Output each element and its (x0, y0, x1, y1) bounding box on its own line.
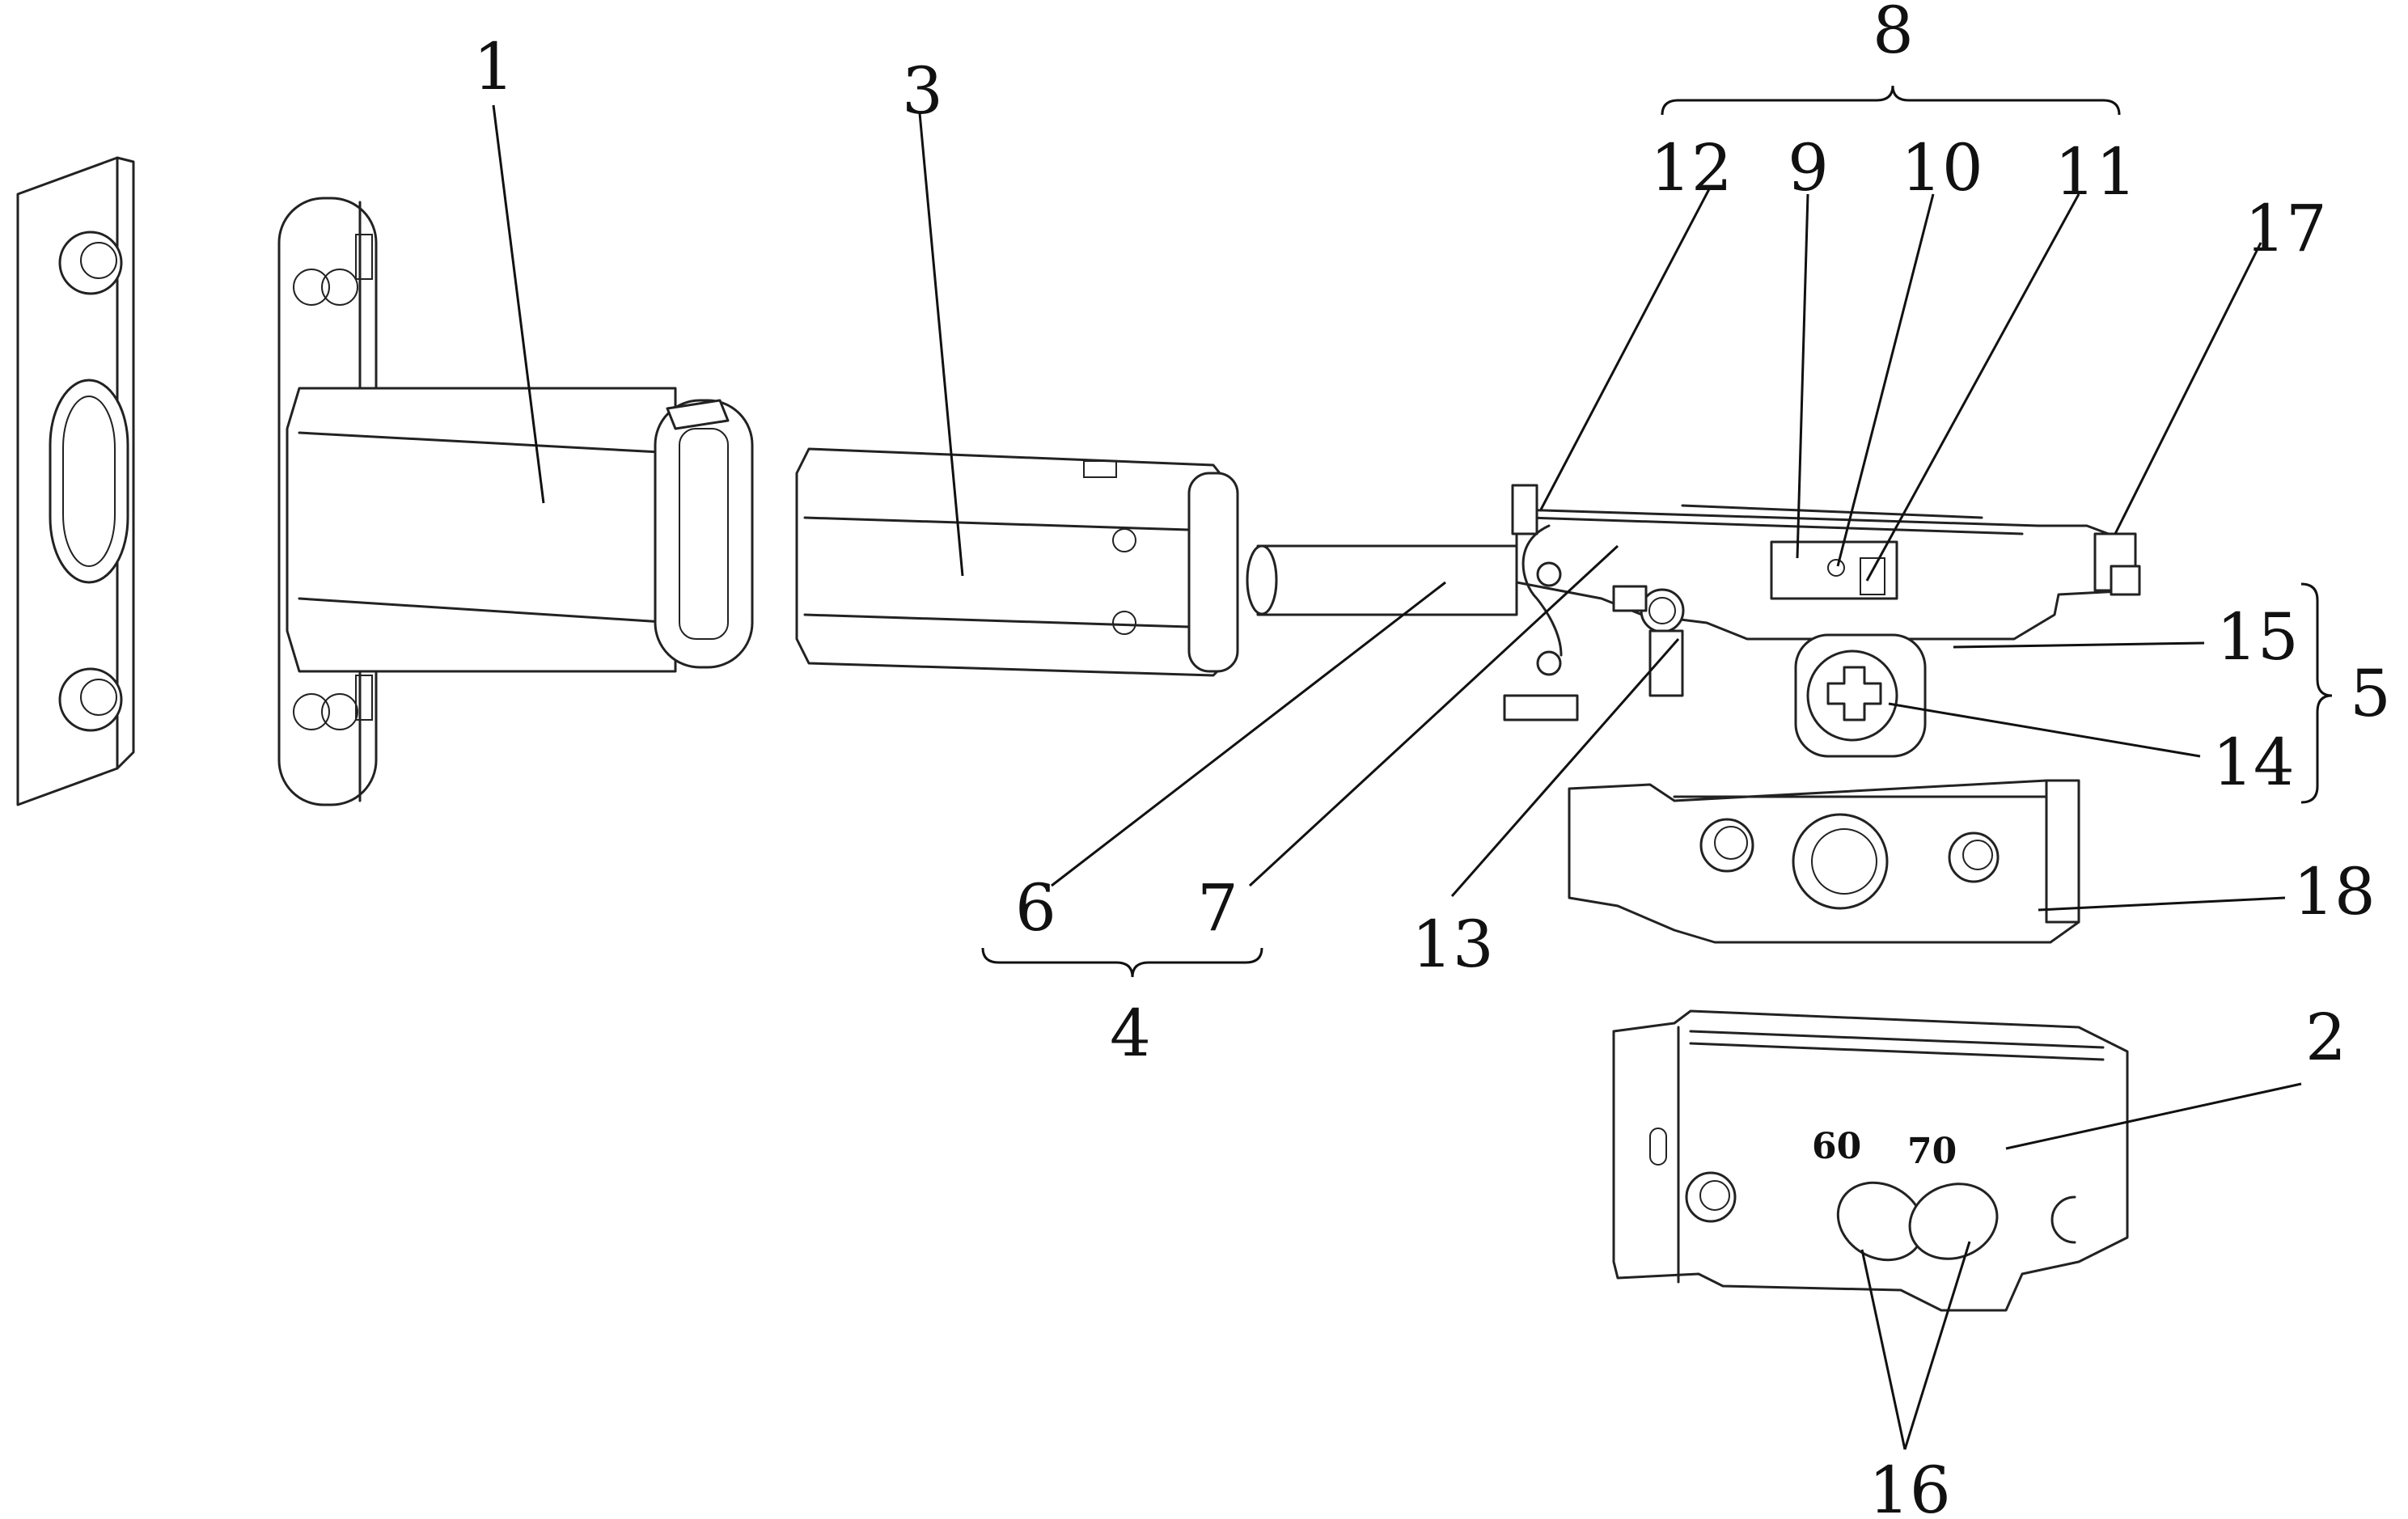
label-4: 4 (1110, 996, 1151, 1071)
label-2: 2 (2305, 1000, 2347, 1075)
part-2-base-plate: 60 70 (1612, 1009, 2129, 1312)
part-1-housing (277, 197, 754, 806)
label-10: 10 (1901, 130, 1983, 205)
label-17: 17 (2245, 191, 2327, 266)
reference-numerals: 1 3 8 12 9 10 11 17 15 5 14 18 6 7 13 4 … (473, 0, 2391, 1519)
label-1: 1 (473, 29, 514, 104)
label-12: 12 (1650, 130, 1733, 205)
stamp-70: 70 (1907, 1131, 1957, 1172)
label-3: 3 (902, 53, 943, 129)
label-8: 8 (1873, 0, 1914, 68)
part-6-rod (1246, 544, 1518, 616)
part-3-sleeve (795, 447, 1239, 677)
stamp-60: 60 (1812, 1126, 1861, 1167)
label-6: 6 (1015, 870, 1056, 946)
part-8-latch-assembly (1503, 484, 2141, 758)
leader-lines (492, 85, 2333, 1450)
label-18: 18 (2293, 854, 2376, 929)
label-15: 15 (2216, 599, 2299, 675)
label-5: 5 (2350, 656, 2391, 731)
label-16: 16 (1868, 1453, 1951, 1515)
strike-plate (16, 156, 135, 806)
label-9: 9 (1788, 130, 1829, 205)
label-11: 11 (2055, 134, 2137, 209)
label-13: 13 (1411, 907, 1494, 982)
part-18-cover-plate (1568, 779, 2080, 944)
label-7: 7 (1197, 870, 1238, 946)
label-14: 14 (2212, 725, 2295, 800)
